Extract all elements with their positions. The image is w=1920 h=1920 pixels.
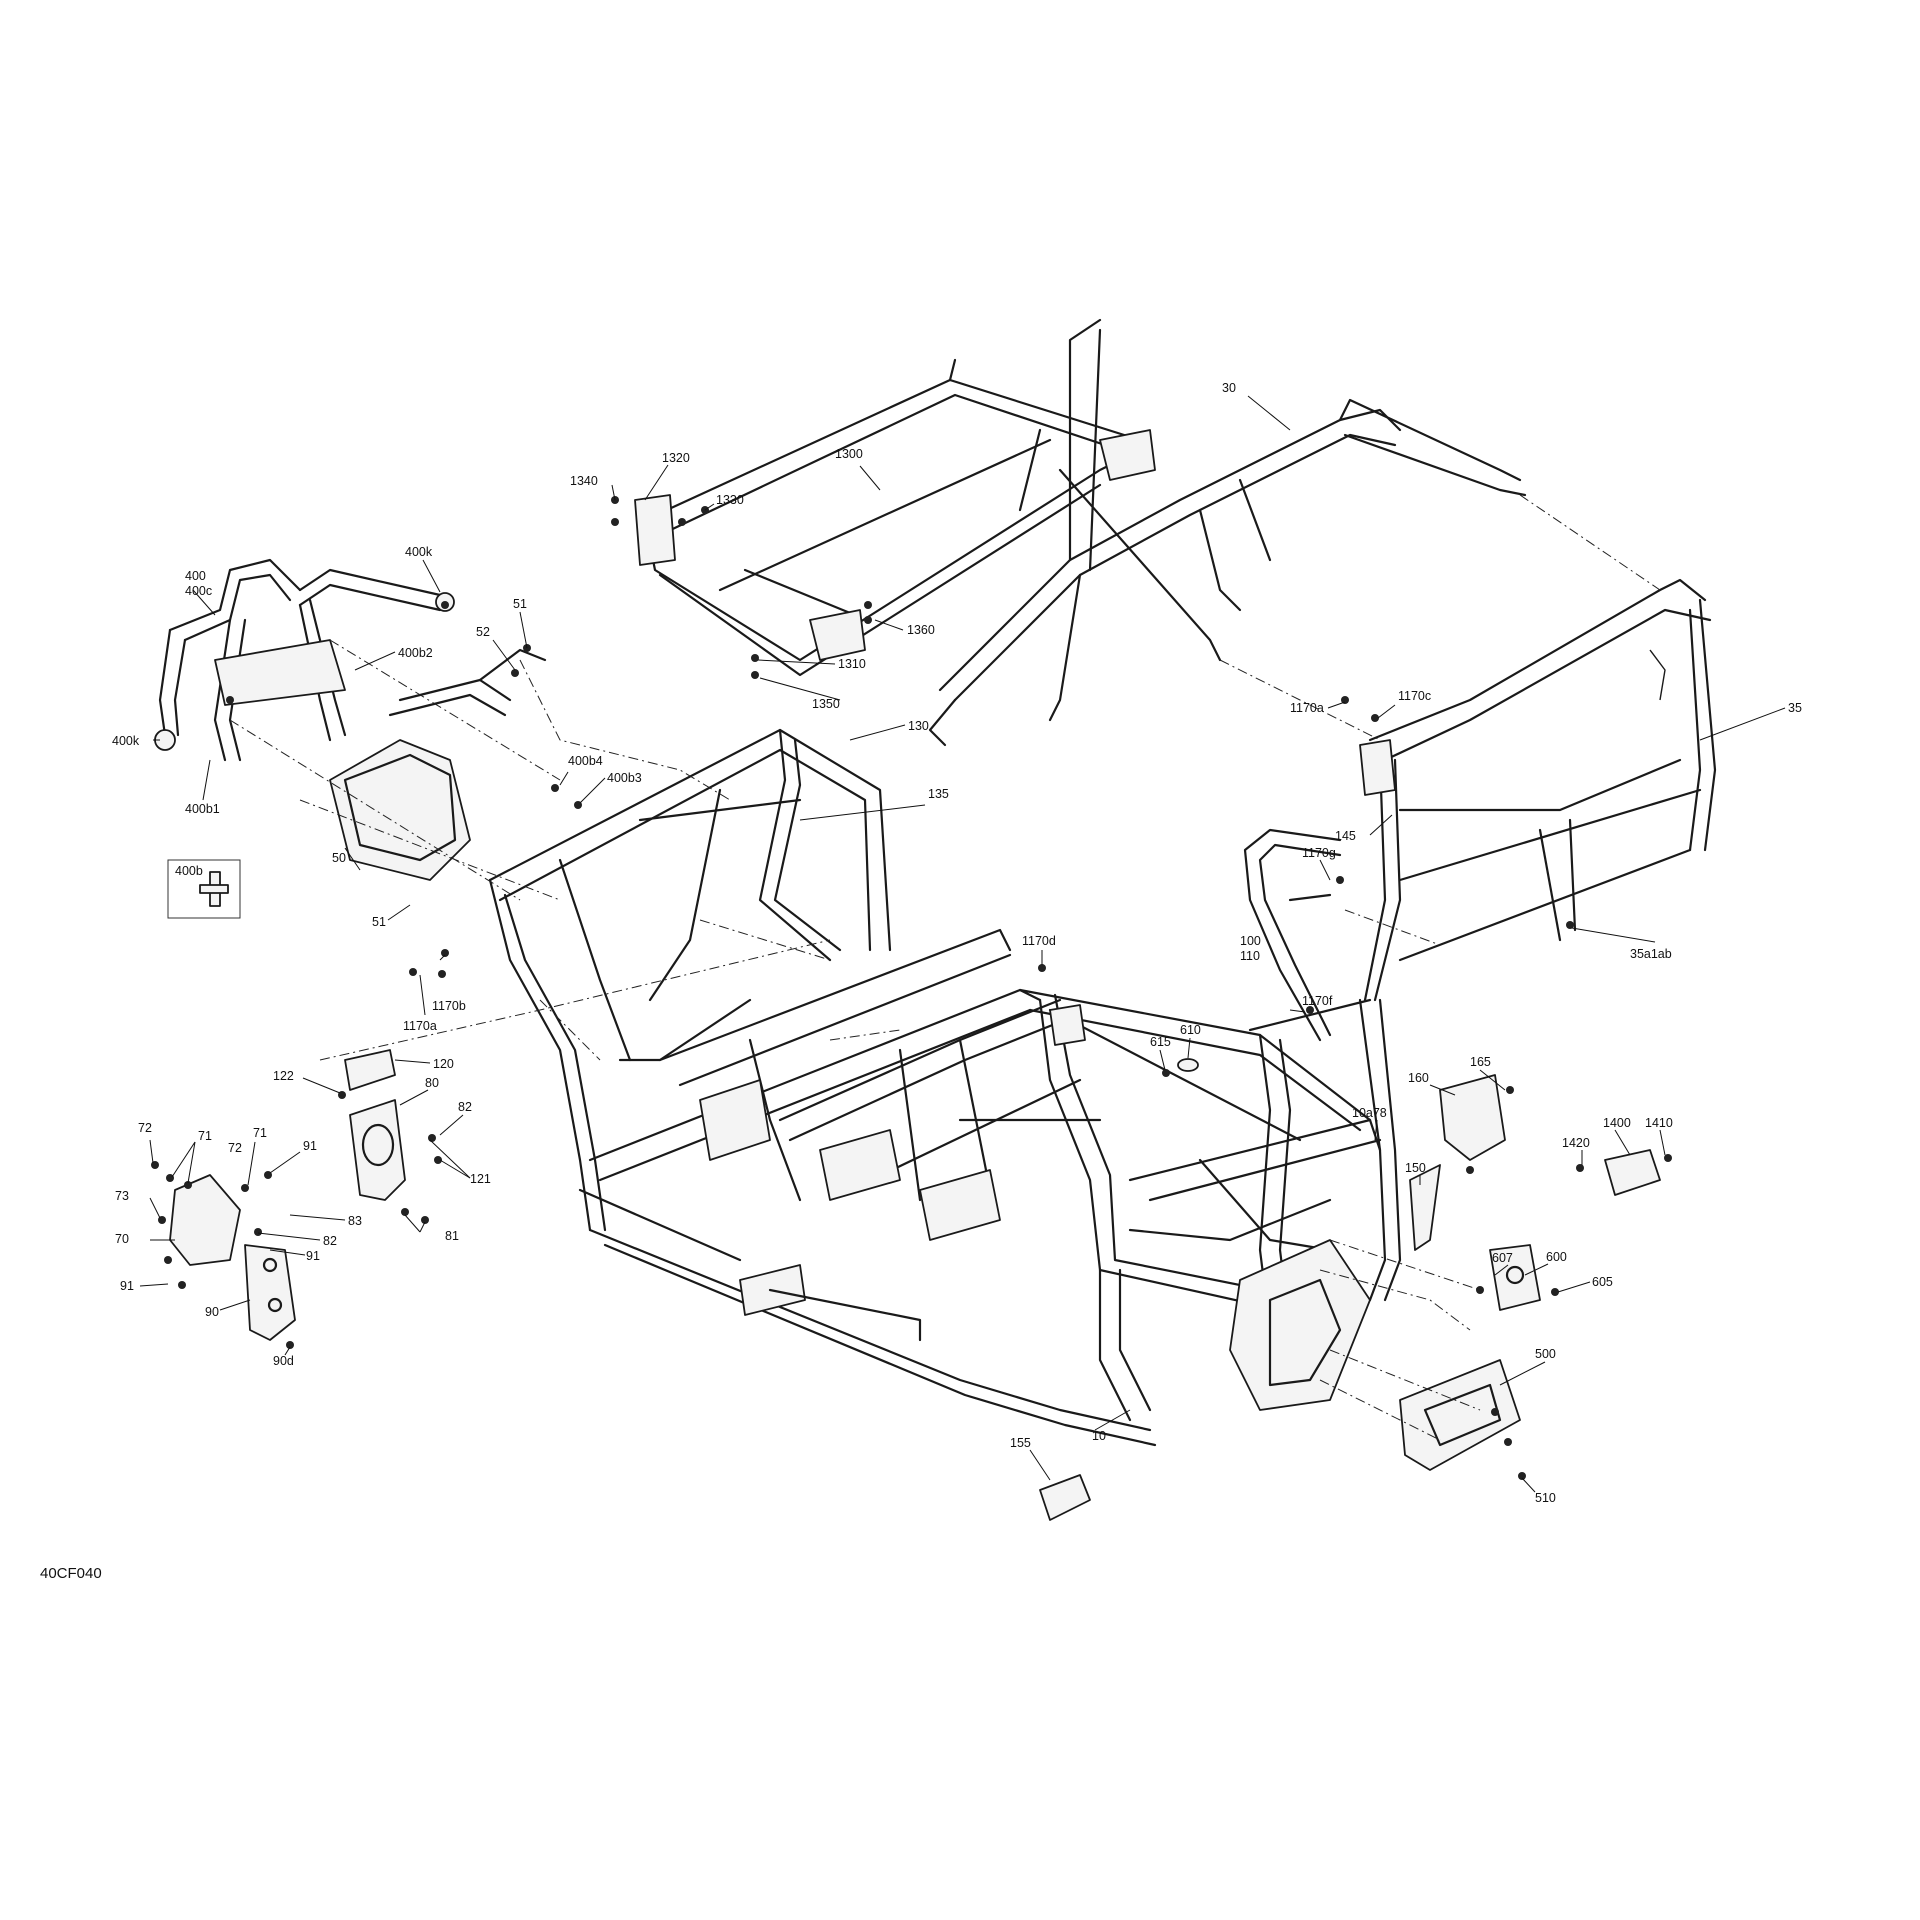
callout-51-bot: 51 [372,915,386,929]
callout-510: 510 [1535,1491,1556,1505]
callout-100: 100 [1240,934,1261,948]
callout-80: 80 [425,1076,439,1090]
callout-400c: 400c [185,584,212,598]
callout-400k-top: 400k [405,545,433,559]
front-bumper-400 [154,558,455,762]
callout-labels: 30 35 35a1ab 1300 1320 1340 1330 1360 13… [112,381,1802,1505]
callout-400b2: 400b2 [398,646,433,660]
hardware [151,496,1672,1480]
callout-150: 150 [1405,1161,1426,1175]
callout-600: 600 [1546,1250,1567,1264]
callout-35a1ab: 35a1ab [1630,947,1672,961]
callout-605: 605 [1592,1275,1613,1289]
callout-122: 122 [273,1069,294,1083]
callout-82-bot: 82 [323,1234,337,1248]
callout-400b3: 400b3 [607,771,642,785]
callout-90d: 90d [273,1354,294,1368]
callout-1360: 1360 [907,623,935,637]
callout-1350: 1350 [812,697,840,711]
main-chassis-10 [488,728,1402,1447]
callout-83: 83 [348,1214,362,1228]
callout-165: 165 [1470,1055,1491,1069]
callout-1170g: 1170g [1302,846,1336,860]
callout-30: 30 [1222,381,1236,395]
callout-500: 500 [1535,1347,1556,1361]
callout-130: 130 [908,719,929,733]
callout-1310: 1310 [838,657,866,671]
callout-1170a-right: 1170a [1290,701,1324,715]
skid-plate-50 [329,648,547,881]
grab-handle-part [1243,828,1342,1042]
callout-1410: 1410 [1645,1116,1673,1130]
callout-52: 52 [476,625,490,639]
callout-615: 615 [1150,1035,1171,1049]
callout-51-top: 51 [513,597,527,611]
callout-1170a-left: 1170a [403,1019,437,1033]
callout-90: 90 [205,1305,219,1319]
small-parts [169,739,1661,1521]
callout-71-a: 71 [198,1129,212,1143]
assembly-lines [229,494,1661,1441]
callout-10: 10 [1092,1429,1106,1443]
callout-73: 73 [115,1189,129,1203]
callout-1340: 1340 [570,474,598,488]
callout-91-mid: 91 [306,1249,320,1263]
callout-145: 145 [1335,829,1356,843]
callout-610: 610 [1180,1023,1201,1037]
leader-lines [139,395,1786,1493]
callout-91-top: 91 [303,1139,317,1153]
figure-code: 40CF040 [40,1565,102,1582]
callout-72-a: 72 [138,1121,152,1135]
callout-10a78: 10a78 [1352,1106,1387,1120]
callout-1170f: 1170f [1302,994,1333,1008]
callout-121: 121 [470,1172,491,1186]
callout-400b1: 400b1 [185,802,220,816]
callout-1330: 1330 [716,493,744,507]
callout-400k-left: 400k [112,734,140,748]
inset-label: 400b [175,864,203,878]
callout-160: 160 [1408,1071,1429,1085]
callout-72-b: 72 [228,1141,242,1155]
callout-120: 120 [433,1057,454,1071]
callout-135: 135 [928,787,949,801]
callout-400: 400 [185,569,206,583]
inset-400b: 400b [167,859,241,919]
callout-1170c: 1170c [1398,689,1431,703]
roll-cage-assembly [928,318,1717,1002]
callout-1420: 1420 [1562,1136,1590,1150]
callout-1300: 1300 [835,447,863,461]
callout-82-top: 82 [458,1100,472,1114]
callout-1400: 1400 [1603,1116,1631,1130]
callout-607: 607 [1492,1251,1513,1265]
callout-50: 50 [332,851,346,865]
callout-1320: 1320 [662,451,690,465]
callout-1170d: 1170d [1022,934,1056,948]
callout-71-b: 71 [253,1126,267,1140]
callout-70: 70 [115,1232,129,1246]
callout-91-left: 91 [120,1279,134,1293]
upper-frame-1300 [634,358,1156,677]
callout-1170b: 1170b [432,999,466,1013]
callout-400b4: 400b4 [568,754,603,768]
callout-81: 81 [445,1229,459,1243]
callout-35: 35 [1788,701,1802,715]
callout-155: 155 [1010,1436,1031,1450]
callout-110: 110 [1240,949,1260,963]
